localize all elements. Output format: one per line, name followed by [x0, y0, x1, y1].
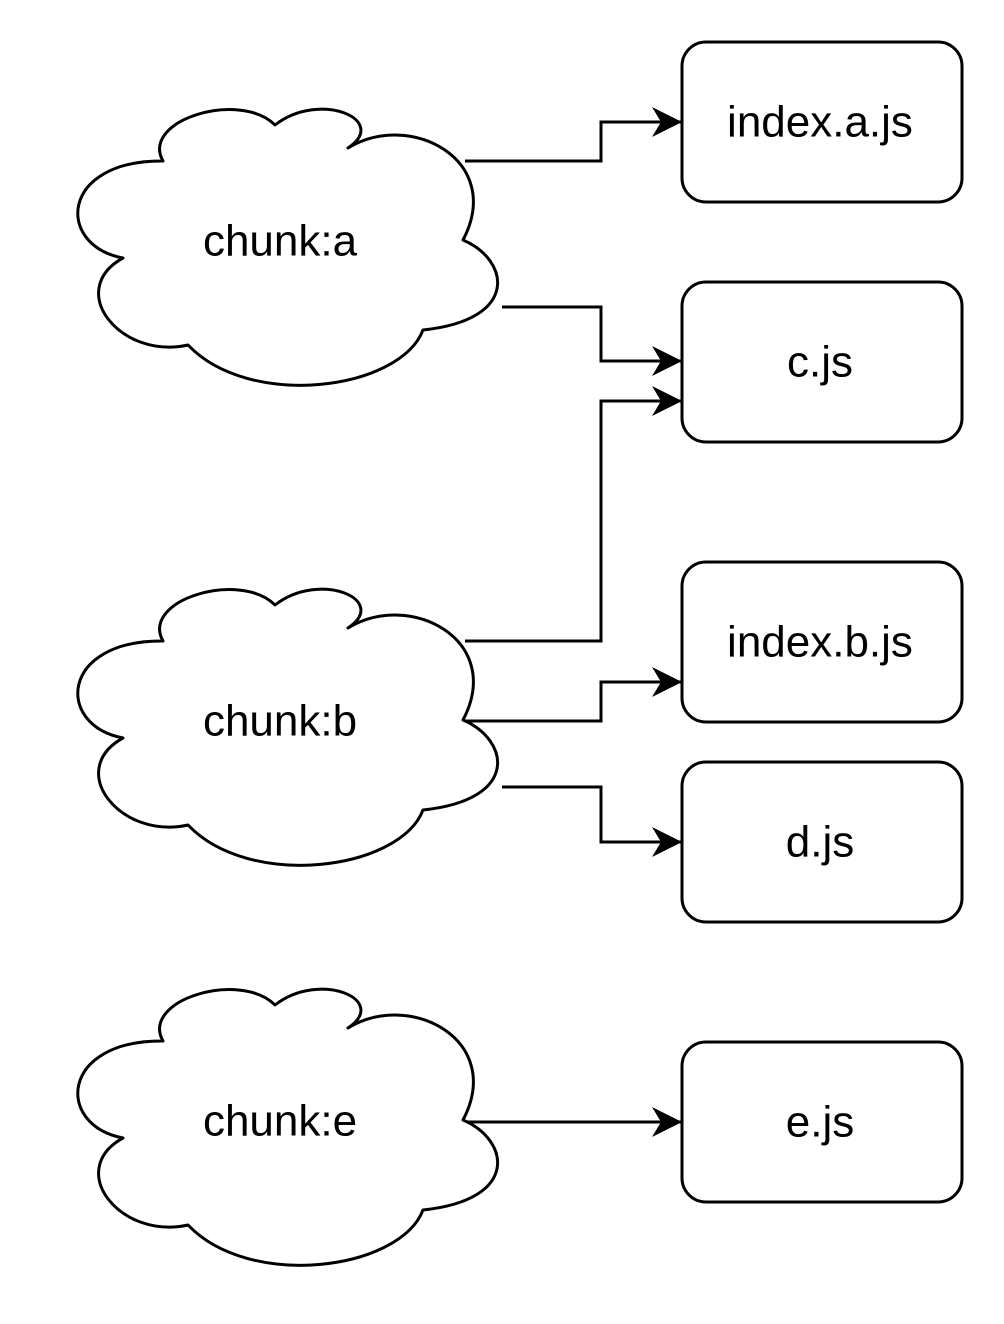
- chunk-node-a[interactable]: chunk:a: [76, 107, 500, 387]
- file-label: index.a.js: [727, 98, 913, 147]
- file-label: c.js: [787, 338, 853, 387]
- edge-chunk-a-to-c: [502, 305, 682, 376]
- file-label: index.b.js: [727, 618, 913, 667]
- cloud-shape: [76, 587, 500, 867]
- file-node-e[interactable]: e.js: [680, 1040, 964, 1204]
- edge-chunk-b-to-d: [502, 785, 682, 857]
- file-node-index-a[interactable]: index.a.js: [680, 40, 964, 204]
- file-label: d.js: [786, 818, 854, 867]
- chunk-label: chunk:b: [203, 697, 357, 746]
- chunk-label: chunk:e: [203, 1097, 357, 1146]
- edges: [463, 107, 682, 1137]
- edge-chunk-b-to-index-b: [463, 667, 682, 723]
- file-box: [680, 280, 964, 444]
- file-node-c[interactable]: c.js: [680, 280, 964, 444]
- chunk-label: chunk:a: [203, 217, 358, 266]
- edge-chunk-a-to-index-a: [465, 107, 682, 163]
- file-box: [680, 40, 964, 204]
- file-node-d[interactable]: d.js: [680, 760, 964, 924]
- file-box: [680, 560, 964, 724]
- chunk-node-e[interactable]: chunk:e: [76, 987, 500, 1267]
- chunk-node-b[interactable]: chunk:b: [76, 587, 500, 867]
- file-node-index-b[interactable]: index.b.js: [680, 560, 964, 724]
- file-label: e.js: [786, 1098, 854, 1147]
- file-box: [680, 760, 964, 924]
- file-box: [680, 1040, 964, 1204]
- cloud-shape: [76, 987, 500, 1267]
- cloud-shape: [76, 107, 500, 387]
- edge-chunk-b-to-c: [465, 386, 682, 643]
